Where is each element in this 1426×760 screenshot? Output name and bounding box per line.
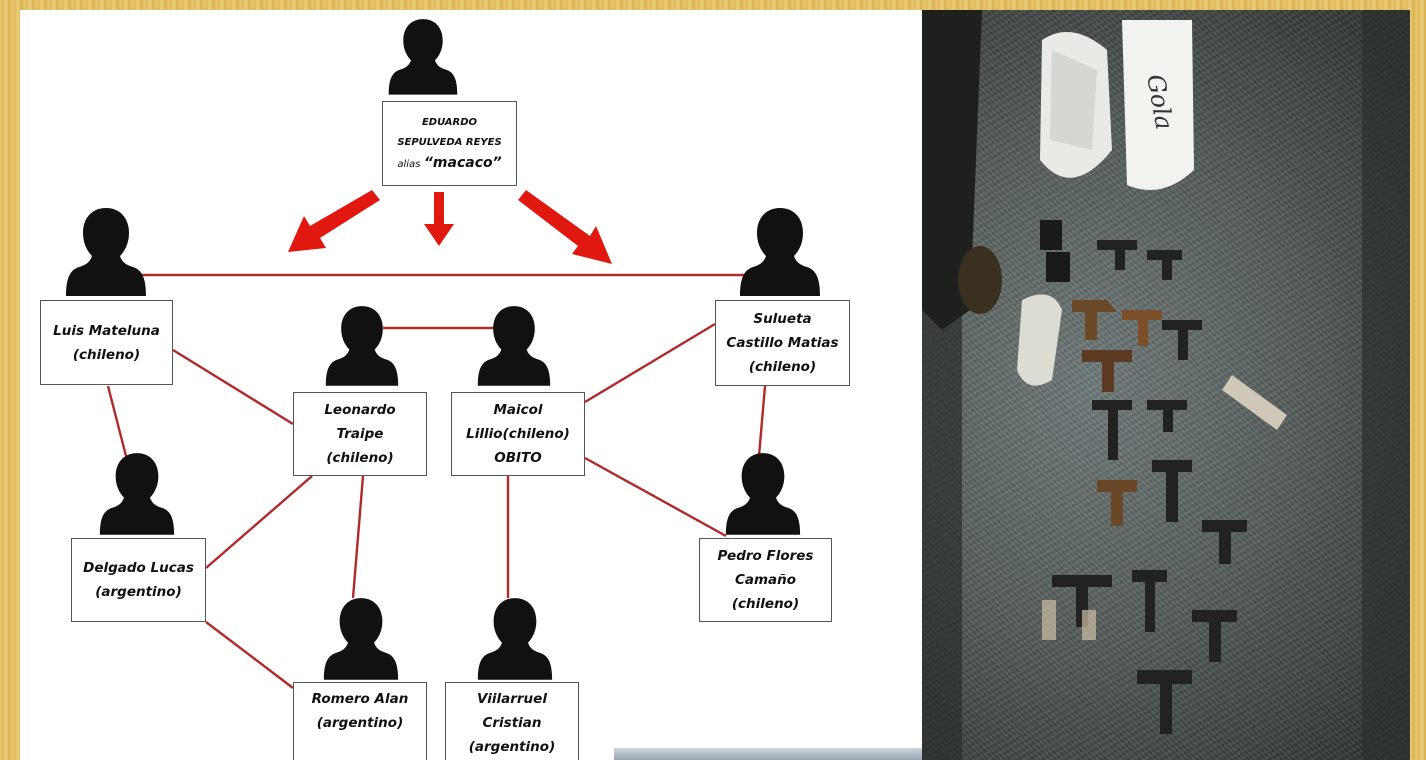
person-silhouette-icon bbox=[99, 453, 175, 535]
person-silhouette-icon bbox=[325, 306, 399, 386]
romero-box: Romero Alan (argentino) bbox=[293, 682, 427, 760]
sulueta-box: Sulueta Castillo Matias (chileno) bbox=[715, 300, 850, 386]
traipe-silhouette bbox=[324, 302, 400, 388]
flores-silhouette bbox=[724, 450, 802, 536]
flores-nationality: (chileno) bbox=[731, 596, 800, 612]
sulueta-name-2: Castillo Matias bbox=[726, 335, 839, 351]
villarruel-nationality: (argentino) bbox=[468, 739, 556, 755]
alias-name: “macaco” bbox=[423, 154, 502, 171]
maicol-silhouette bbox=[476, 302, 552, 388]
flores-name-2: Camaño bbox=[734, 572, 797, 588]
delgado-box: Delgado Lucas (argentino) bbox=[71, 538, 206, 622]
maicol-status: OBITO bbox=[494, 450, 542, 466]
alias-prefix: alias bbox=[397, 158, 421, 170]
delgado-nationality: (argentino) bbox=[95, 584, 182, 600]
arrow-left-icon bbox=[288, 190, 380, 252]
leader-box: EDUARDO SEPULVEDA REYES alias “macaco” bbox=[382, 101, 517, 186]
person-silhouette-icon bbox=[66, 208, 146, 296]
villarruel-box: Viilarruel Cristian (argentino) bbox=[445, 682, 579, 760]
traipe-name-1: Leonardo bbox=[324, 402, 396, 418]
connection-lines bbox=[106, 273, 767, 689]
sulueta-name-1: Sulueta bbox=[753, 311, 812, 327]
bottom-strip bbox=[614, 748, 922, 760]
leader-name-line2: SEPULVEDA REYES bbox=[397, 136, 502, 148]
arrow-down-icon bbox=[424, 192, 454, 246]
sulueta-silhouette bbox=[738, 206, 822, 296]
leader-alias: alias “macaco” bbox=[397, 153, 501, 175]
traipe-box: Leonardo Traipe (chileno) bbox=[293, 392, 427, 476]
link-traipe-romero bbox=[351, 475, 365, 599]
maicol-box: Maicol Lillio(chileno) OBITO bbox=[451, 392, 585, 476]
flores-name-1: Pedro Flores bbox=[717, 548, 814, 564]
link-traipe-delgado bbox=[205, 475, 313, 569]
leader-name-line1: EDUARDO bbox=[421, 116, 478, 128]
link-maicol-flores bbox=[584, 456, 727, 538]
seized-weapons-image bbox=[922, 10, 1410, 760]
link-sulueta-maicol bbox=[584, 322, 716, 404]
link-mateluna-traipe bbox=[172, 348, 294, 426]
maicol-name-2: Lillio(chileno) bbox=[466, 426, 570, 442]
link-sulueta-flores bbox=[757, 385, 767, 457]
organization-chart: EDUARDO SEPULVEDA REYES alias “macaco” L… bbox=[20, 10, 922, 760]
mateluna-silhouette bbox=[64, 206, 148, 296]
romero-silhouette bbox=[322, 596, 400, 680]
villarruel-name-1: Viilarruel bbox=[477, 691, 547, 707]
delgado-silhouette bbox=[98, 450, 176, 536]
person-silhouette-icon bbox=[388, 19, 458, 95]
villarruel-silhouette bbox=[476, 596, 554, 680]
link-delgado-romero bbox=[205, 621, 294, 689]
person-silhouette-icon bbox=[740, 208, 820, 296]
mateluna-box: Luis Mateluna (chileno) bbox=[40, 300, 173, 385]
leader-silhouette bbox=[387, 16, 459, 96]
person-silhouette-icon bbox=[477, 598, 553, 680]
villarruel-name-2: Cristian bbox=[482, 715, 542, 731]
maicol-name-1: Maicol bbox=[493, 402, 543, 418]
sulueta-nationality: (chileno) bbox=[748, 359, 817, 375]
arrow-right-icon bbox=[518, 190, 612, 264]
person-silhouette-icon bbox=[323, 598, 399, 680]
link-mateluna-delgado bbox=[106, 385, 128, 457]
romero-name: Romero Alan bbox=[311, 691, 409, 707]
romero-nationality: (argentino) bbox=[316, 715, 404, 731]
traipe-name-2: Traipe bbox=[336, 426, 384, 442]
person-silhouette-icon bbox=[725, 453, 801, 535]
delgado-name: Delgado Lucas bbox=[83, 560, 194, 576]
person-silhouette-icon bbox=[477, 306, 551, 386]
mateluna-nationality: (chileno) bbox=[72, 346, 141, 363]
mateluna-name: Luis Mateluna bbox=[53, 322, 160, 339]
traipe-nationality: (chileno) bbox=[326, 450, 394, 466]
flores-box: Pedro Flores Camaño (chileno) bbox=[699, 538, 832, 622]
evidence-photo: Gola bbox=[922, 10, 1410, 760]
